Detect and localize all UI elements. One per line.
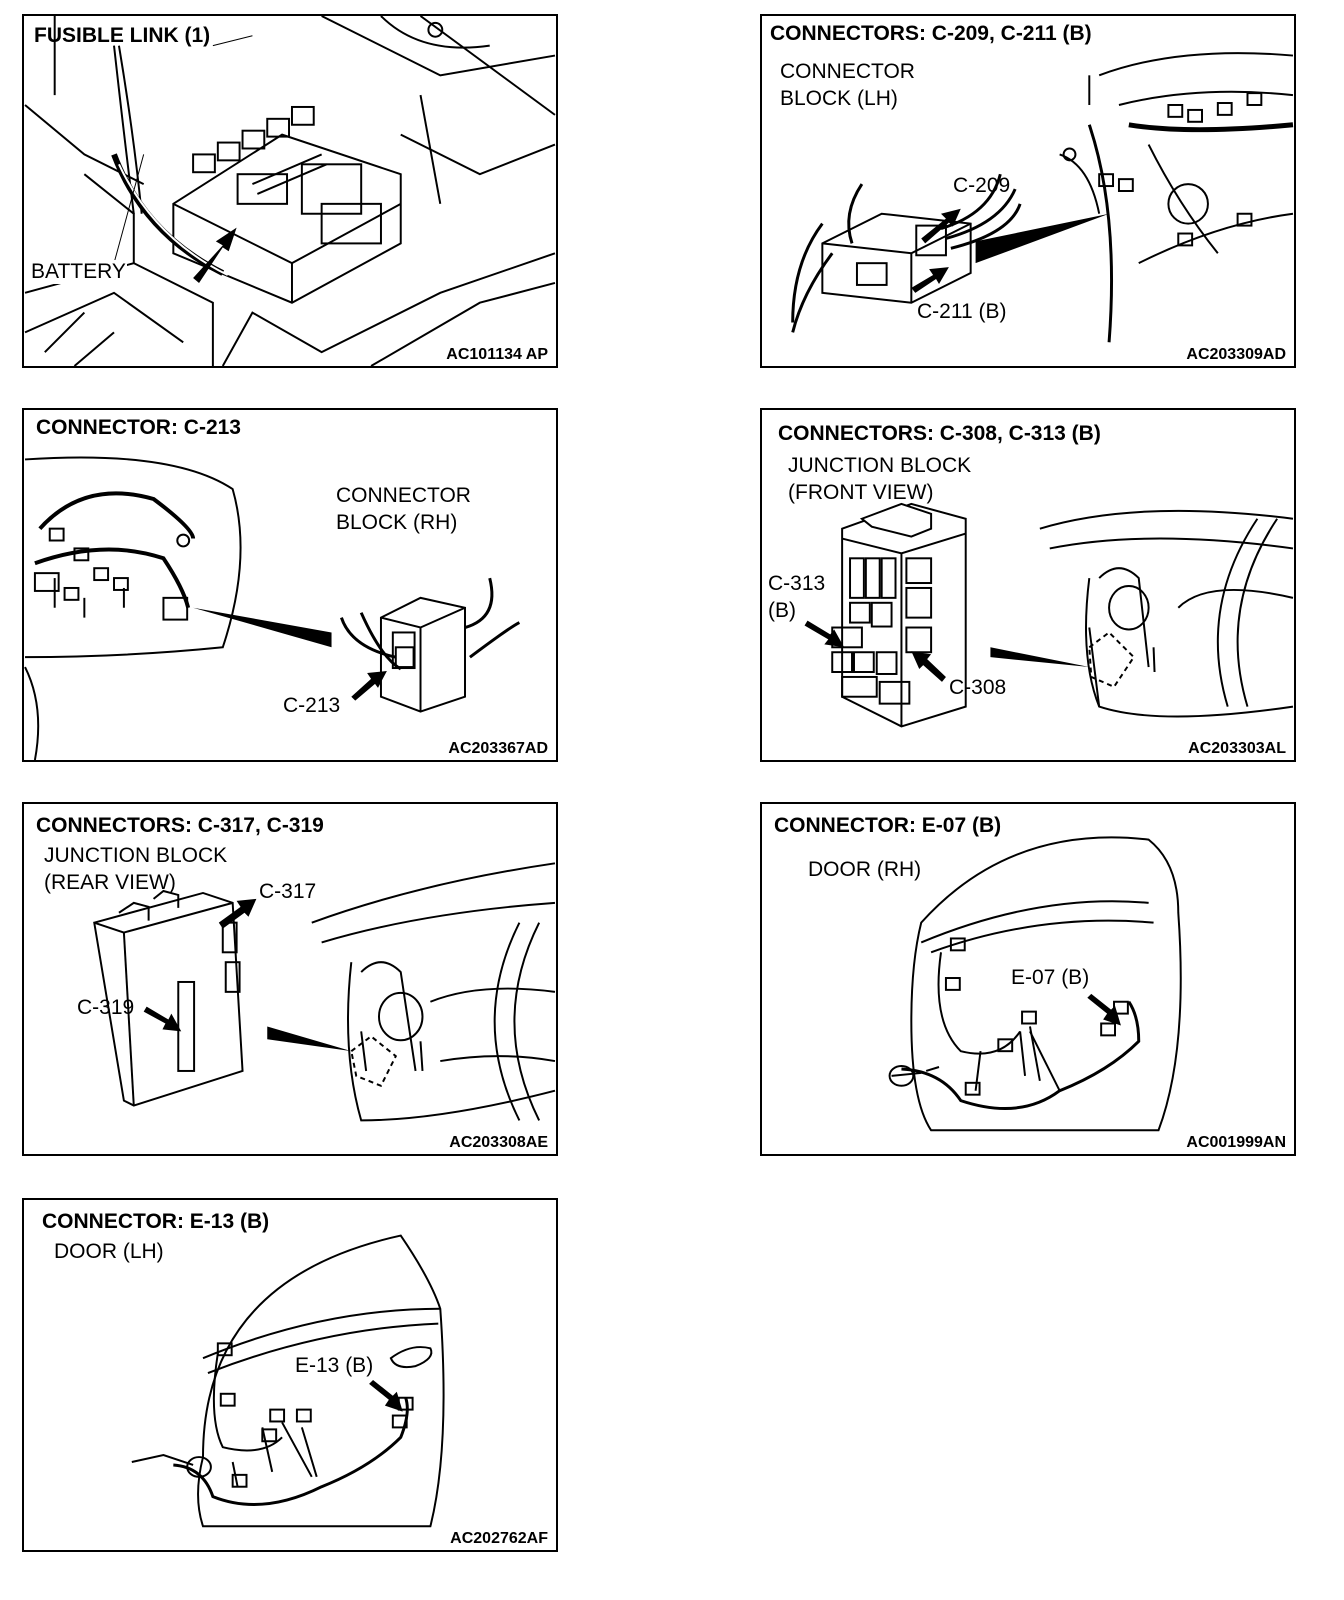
callout-e13: E-13 (B) bbox=[295, 1354, 374, 1377]
panel-title: CONNECTORS: C-317, C-319 bbox=[36, 814, 324, 837]
junction-block-rear-illustration bbox=[93, 862, 556, 1122]
figure-code: AC202762AF bbox=[450, 1530, 548, 1547]
callout-c308: C-308 bbox=[949, 676, 1007, 699]
figure-code: AC001999AN bbox=[1186, 1134, 1286, 1151]
panel-e07: CONNECTOR: E-07 (B) DOOR (RH) E-07 (B) A… bbox=[760, 802, 1296, 1156]
panel-subtitle: JUNCTION BLOCK (FRONT VIEW) bbox=[788, 454, 972, 504]
panel-c317-c319: CONNECTORS: C-317, C-319 JUNCTION BLOCK … bbox=[22, 802, 558, 1156]
junction-block-front-illustration bbox=[804, 502, 1294, 728]
figure-code: AC203303AL bbox=[1188, 740, 1286, 757]
panel-subtitle: CONNECTOR BLOCK (RH) bbox=[336, 484, 471, 534]
panel-subtitle: CONNECTOR BLOCK (LH) bbox=[780, 60, 915, 110]
figure-code: AC101134 AP bbox=[446, 346, 548, 363]
panel-c213: CONNECTOR: C-213 CONNECTOR BLOCK (RH) C-… bbox=[22, 408, 558, 762]
callout-battery: BATTERY bbox=[30, 260, 127, 284]
door-lh-illustration bbox=[131, 1234, 445, 1528]
callout-c213: C-213 bbox=[283, 694, 341, 717]
panel-title: CONNECTOR: C-213 bbox=[36, 416, 241, 439]
panel-title: CONNECTORS: C-308, C-313 (B) bbox=[778, 422, 1101, 445]
connector-block-rh-illustration bbox=[24, 456, 521, 760]
callout-c317: C-317 bbox=[259, 880, 317, 903]
panel-title: CONNECTORS: C-209, C-211 (B) bbox=[770, 22, 1092, 45]
panel-e13: CONNECTOR: E-13 (B) DOOR (LH) E-13 (B) A… bbox=[22, 1198, 558, 1552]
panel-title: CONNECTOR: E-07 (B) bbox=[774, 814, 1002, 837]
panel-c209-c211: CONNECTORS: C-209, C-211 (B) CONNECTOR B… bbox=[760, 14, 1296, 368]
panel-subtitle: DOOR (RH) bbox=[808, 858, 922, 881]
panel-subtitle: JUNCTION BLOCK (REAR VIEW) bbox=[44, 844, 228, 894]
panel-title: CONNECTOR: E-13 (B) bbox=[42, 1210, 270, 1233]
door-rh-illustration bbox=[888, 836, 1182, 1132]
figure-code: AC203308AE bbox=[449, 1134, 548, 1151]
engine-bay-illustration bbox=[24, 16, 556, 366]
callout-c313: C-313 (B) bbox=[768, 572, 826, 622]
callout-c319: C-319 bbox=[77, 996, 135, 1019]
panel-subtitle: DOOR (LH) bbox=[54, 1240, 164, 1263]
panel-title: FUSIBLE LINK (1) bbox=[34, 24, 211, 47]
connector-block-lh-illustration bbox=[791, 52, 1294, 343]
panel-fusible-link: FUSIBLE LINK (1) BATTERY AC101134 AP bbox=[22, 14, 558, 368]
callout-c211: C-211 (B) bbox=[917, 300, 1007, 323]
callout-e07: E-07 (B) bbox=[1011, 966, 1090, 989]
callout-c209: C-209 bbox=[953, 174, 1011, 197]
panel-c308-c313: CONNECTORS: C-308, C-313 (B) JUNCTION BL… bbox=[760, 408, 1296, 762]
figure-code: AC203367AD bbox=[448, 740, 548, 757]
figure-code: AC203309AD bbox=[1186, 346, 1286, 363]
